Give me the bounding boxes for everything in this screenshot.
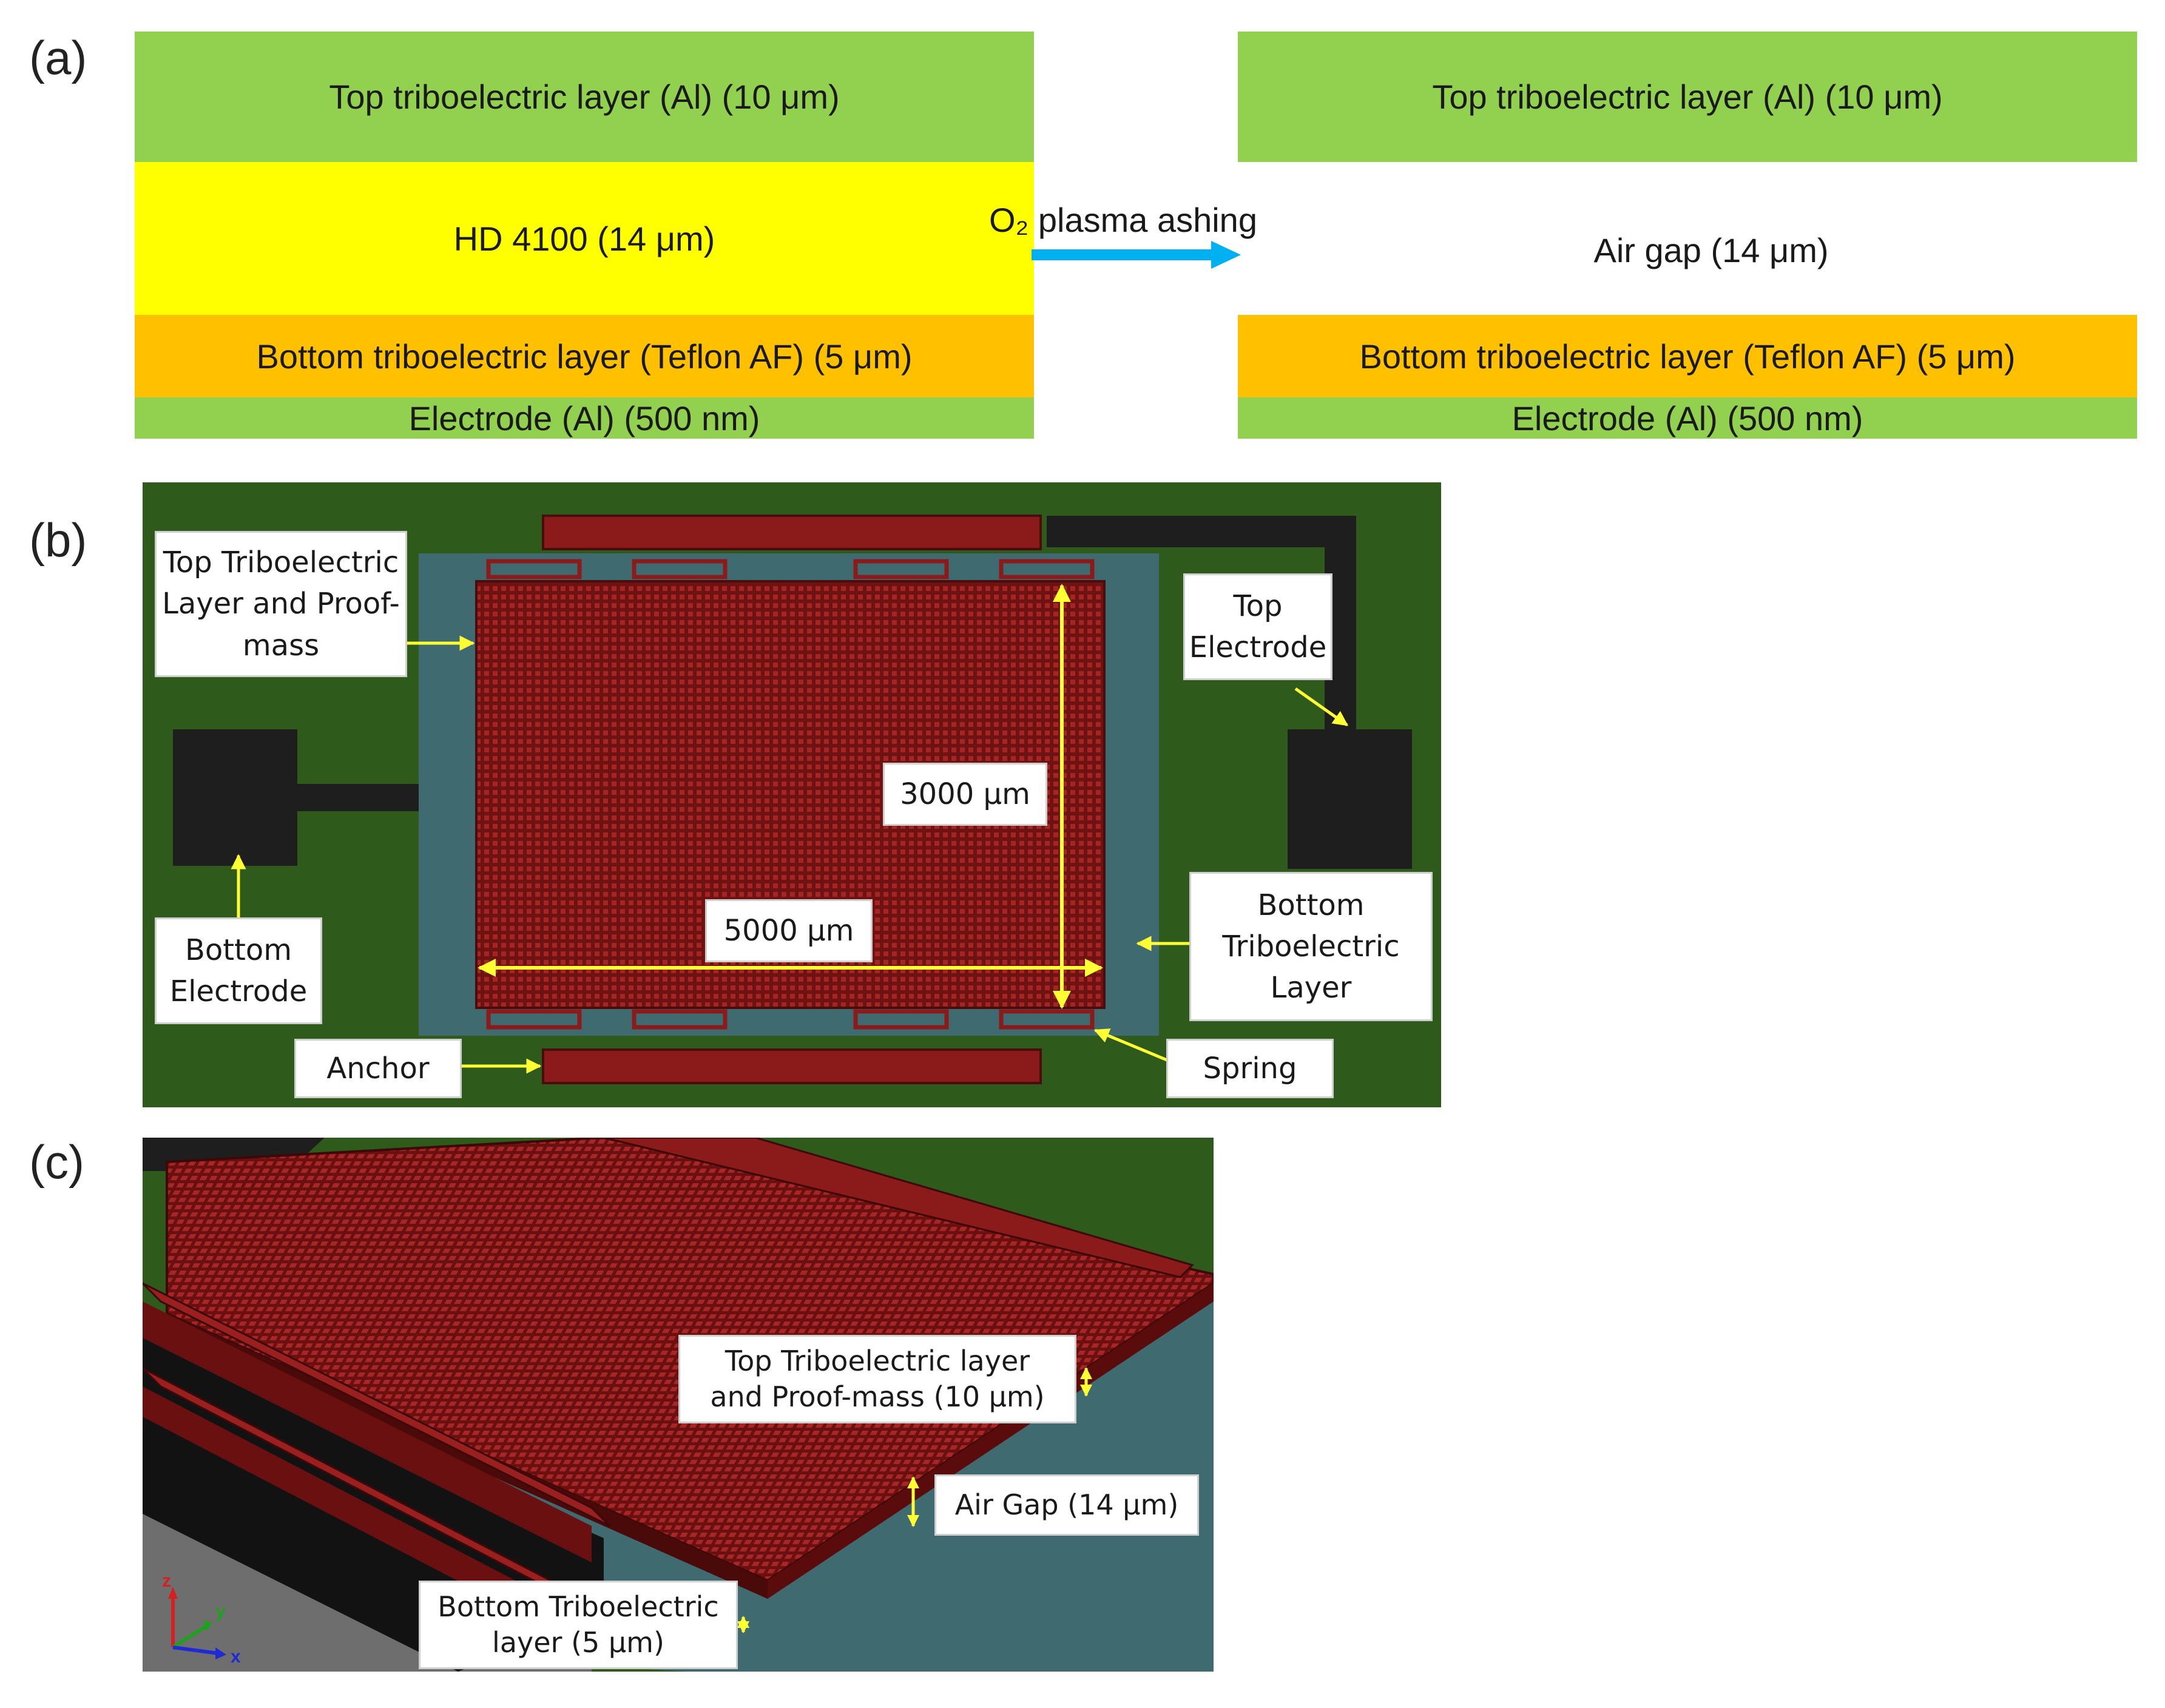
top-electrode-pad: [1288, 729, 1412, 869]
plasma-ashing-label: O₂ plasma ashing: [989, 201, 1257, 239]
panel-b-letter: (b): [29, 513, 87, 567]
label-c-air-gap: Air Gap (14 μm): [934, 1474, 1199, 1536]
left-bottom-triboelectric-layer: Bottom triboelectric layer (Teflon AF) (…: [135, 315, 1034, 397]
z-axis-label: z: [162, 1571, 171, 1591]
springs-top: [486, 559, 1095, 579]
bottom-electrode-pad: [173, 729, 297, 866]
anchor-bar-front-side-c: [143, 1301, 592, 1562]
label-5000um: 5000 μm: [705, 899, 873, 962]
right-electrode-layer: Electrode (Al) (500 nm): [1238, 397, 2137, 439]
proof-mass-edge-front-c: [167, 1314, 768, 1599]
label-anchor: Anchor: [294, 1039, 462, 1098]
left-hd4100-layer: HD 4100 (14 μm): [135, 162, 1034, 315]
label-top-electrode: Top Electrode: [1183, 573, 1332, 680]
label-bottom-triboelectric-layer: Bottom Triboelectric Layer: [1189, 872, 1433, 1021]
x-axis: [172, 1646, 219, 1655]
label-c-bottom-layer: Bottom Triboelectric layer (5 μm): [419, 1581, 738, 1669]
label-top-triboelectric-layer: Top Triboelectric Layer and Proof- mass: [155, 531, 407, 677]
z-axis-head: [168, 1587, 178, 1599]
x-axis-head: [215, 1647, 226, 1659]
left-top-triboelectric-layer: Top triboelectric layer (Al) (10 μm): [135, 32, 1034, 162]
x-axis-label: x: [231, 1647, 241, 1666]
label-bottom-electrode: Bottom Electrode: [155, 917, 322, 1024]
label-3000um: 3000 μm: [883, 763, 1047, 826]
top-electrode-leader: [1294, 687, 1349, 727]
axes-triad: z y x: [162, 1571, 241, 1666]
right-top-triboelectric-layer: Top triboelectric layer (Al) (10 μm): [1238, 32, 2137, 162]
springs-bottom: [486, 1009, 1095, 1030]
anchor-top: [542, 515, 1042, 550]
spring-leader: [1093, 1028, 1167, 1062]
panel-a-letter: (a): [29, 31, 87, 84]
anchor-bottom: [542, 1048, 1042, 1084]
air-gap-label: Air gap (14 μm): [1593, 231, 1829, 269]
y-axis-head: [203, 1620, 212, 1632]
right-bottom-triboelectric-layer: Bottom triboelectric layer (Teflon AF) (…: [1238, 315, 2137, 397]
top-electrode-trace-horizontal: [1047, 516, 1356, 547]
left-electrode-layer: Electrode (Al) (500 nm): [135, 397, 1034, 439]
process-arrow: [1032, 241, 1241, 269]
y-axis: [172, 1624, 208, 1649]
panel-c-letter: (c): [29, 1135, 84, 1189]
label-spring: Spring: [1166, 1039, 1334, 1098]
y-axis-label: y: [215, 1601, 226, 1621]
anchor-bar-front-c: [143, 1282, 611, 1527]
substrate-side-c: [143, 1408, 592, 1672]
proof-mass-edge-right-c: [768, 1283, 1214, 1599]
bottom-electrode-trace: [297, 784, 422, 811]
label-c-top-layer: Top Triboelectric layer and Proof-mass (…: [678, 1335, 1076, 1423]
anchor-bar-back-c: [603, 1138, 1194, 1278]
